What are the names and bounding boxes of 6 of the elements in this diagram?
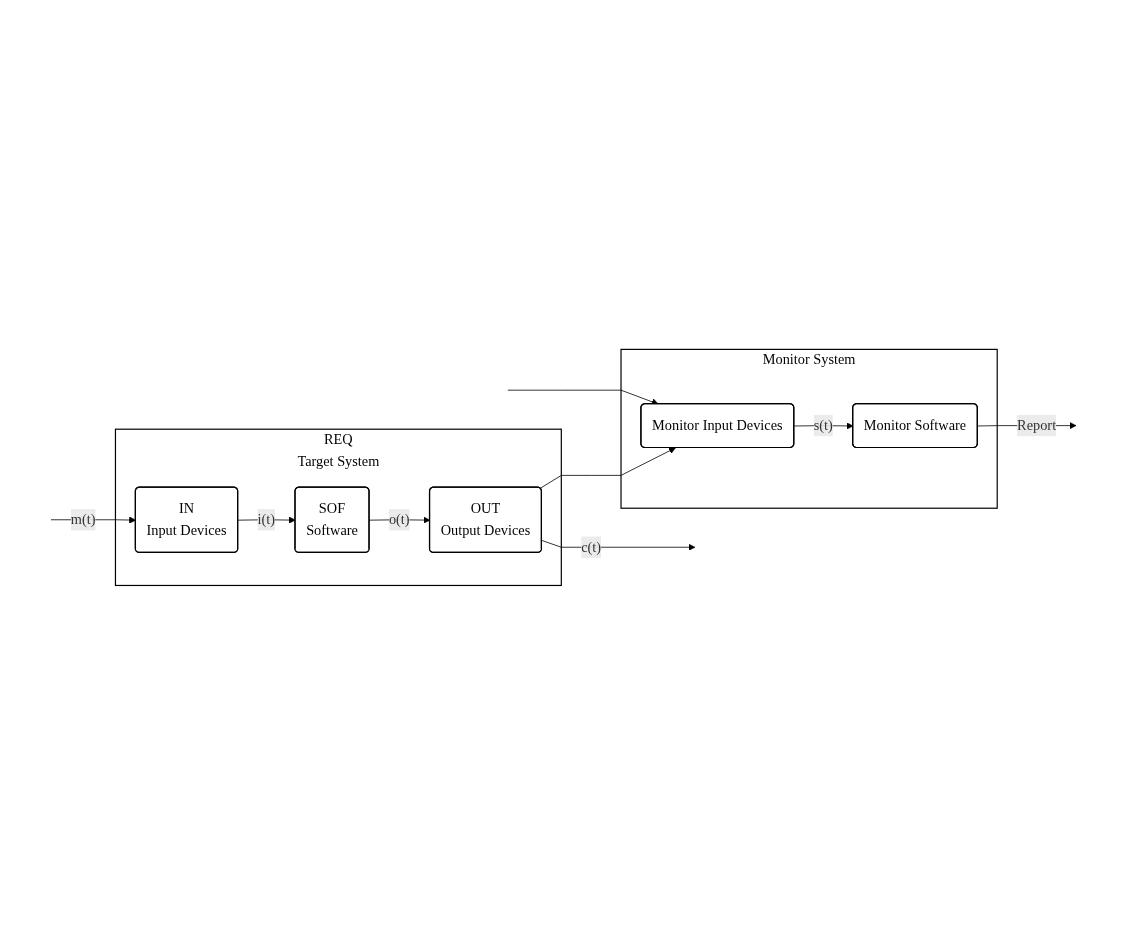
edge-label: s(t) [813, 416, 833, 433]
edge-label: c(t) [581, 538, 602, 555]
edge-label: m(t) [70, 510, 96, 527]
edge-label: Report [1017, 416, 1057, 433]
edge-label: o(t) [388, 510, 410, 527]
edge-label: i(t) [257, 510, 276, 527]
